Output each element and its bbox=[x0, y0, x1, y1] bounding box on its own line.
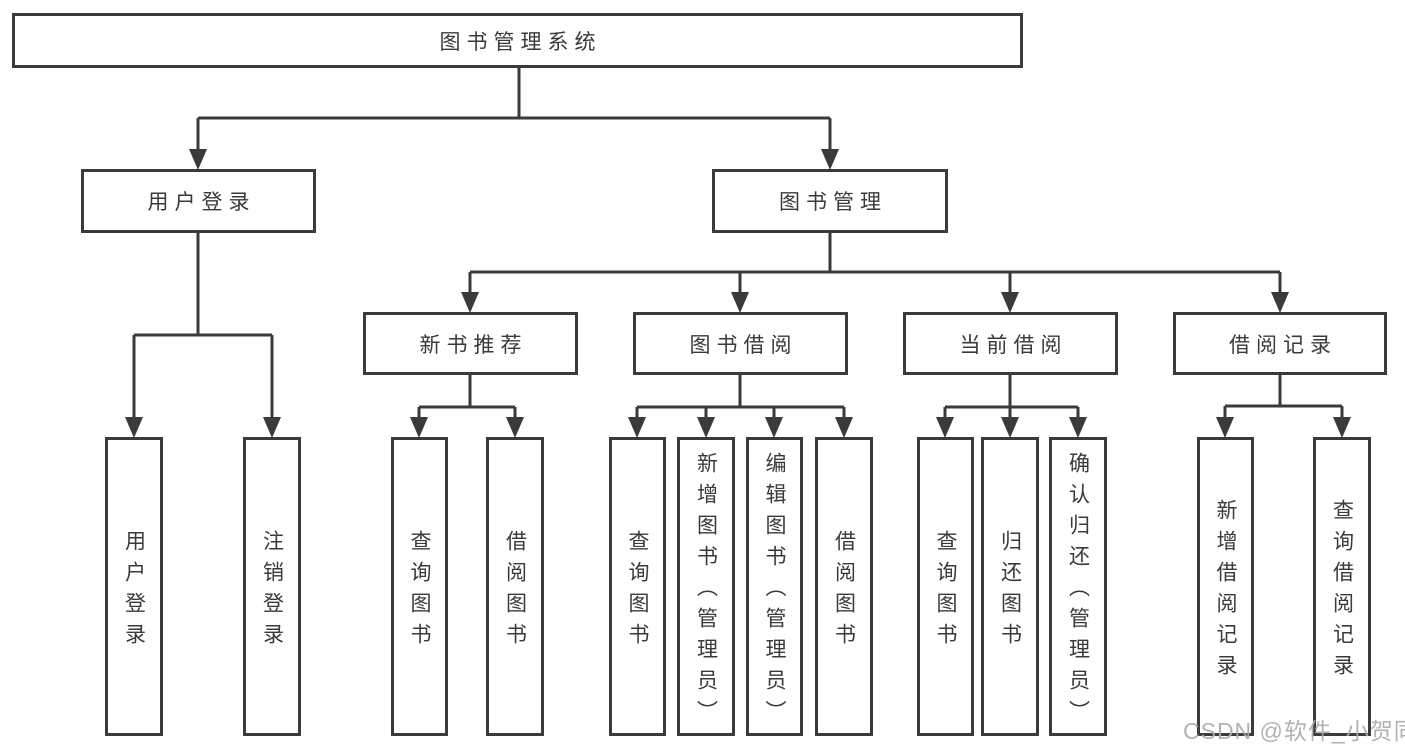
arrowhead-icon bbox=[263, 417, 281, 438]
node-label: 查询图书 bbox=[408, 529, 431, 654]
leaf-confirm-return-admin: 确认归还（管理员） bbox=[1049, 437, 1107, 736]
node-label: 归还图书 bbox=[998, 529, 1022, 654]
arrowhead-icon bbox=[410, 417, 428, 438]
arrowhead-icon bbox=[189, 149, 207, 170]
leaf-query-books-current: 查询图书 bbox=[917, 437, 974, 736]
csdn-watermark: CSDN @软件_小贺同学 bbox=[1183, 718, 1405, 744]
node-new-book-recommendation: 新书推荐 bbox=[363, 312, 578, 375]
node-book-management: 图书管理 bbox=[712, 169, 948, 233]
node-label: 借阅图书 bbox=[503, 529, 527, 654]
arrowhead-icon bbox=[125, 417, 143, 438]
node-label: 查询图书 bbox=[934, 529, 957, 654]
arrowhead-icon bbox=[461, 292, 479, 313]
arrowhead-icon bbox=[697, 417, 715, 438]
node-label: 借阅图书 bbox=[832, 529, 856, 654]
node-borrowing-records: 借阅记录 bbox=[1173, 312, 1387, 375]
arrowhead-icon bbox=[936, 417, 954, 438]
arrowhead-icon bbox=[731, 292, 749, 313]
node-label: 新增图书（管理员） bbox=[694, 452, 718, 731]
node-label: 当前借阅 bbox=[959, 333, 1068, 357]
leaf-logout: 注销登录 bbox=[243, 437, 301, 736]
node-label: 查询借阅记录 bbox=[1330, 498, 1354, 685]
arrowhead-icon bbox=[1333, 417, 1351, 438]
leaf-edit-book-admin: 编辑图书（管理员） bbox=[746, 437, 803, 736]
arrowhead-icon bbox=[506, 417, 524, 438]
node-label: 确认归还（管理员） bbox=[1066, 452, 1090, 731]
arrowhead-icon bbox=[821, 149, 839, 170]
node-label: 用户登录 bbox=[122, 529, 146, 654]
leaf-add-borrow-record: 新增借阅记录 bbox=[1197, 437, 1254, 736]
arrowhead-icon bbox=[1216, 417, 1234, 438]
arrowhead-icon bbox=[835, 417, 853, 438]
node-label: 注销登录 bbox=[260, 529, 284, 654]
node-label: 新书推荐 bbox=[419, 333, 528, 357]
node-label: 图书借阅 bbox=[689, 333, 798, 357]
leaf-return-books: 归还图书 bbox=[981, 437, 1039, 736]
leaf-borrow-books-borrowing: 借阅图书 bbox=[815, 437, 873, 736]
leaf-add-book-admin: 新增图书（管理员） bbox=[677, 437, 735, 736]
node-library-management-system: 图书管理系统 bbox=[12, 13, 1023, 68]
leaf-user-login: 用户登录 bbox=[105, 437, 163, 736]
node-label: 编辑图书（管理员） bbox=[763, 452, 786, 731]
leaf-query-borrow-record: 查询借阅记录 bbox=[1313, 437, 1371, 736]
arrowhead-icon bbox=[1271, 292, 1289, 313]
leaf-borrow-books-recommend: 借阅图书 bbox=[486, 437, 544, 736]
node-label: 图书管理 bbox=[779, 191, 887, 214]
node-current-borrowing: 当前借阅 bbox=[903, 312, 1118, 375]
arrowhead-icon bbox=[1069, 417, 1087, 438]
node-label: 查询图书 bbox=[626, 529, 649, 654]
node-user-login: 用户登录 bbox=[81, 169, 316, 233]
arrowhead-icon bbox=[628, 417, 646, 438]
leaf-query-books-borrowing: 查询图书 bbox=[609, 437, 666, 736]
node-label: 用户登录 bbox=[147, 191, 256, 214]
arrowhead-icon bbox=[1001, 292, 1019, 313]
node-label: 图书管理系统 bbox=[439, 30, 602, 54]
node-label: 借阅记录 bbox=[1229, 333, 1337, 357]
leaf-query-books-recommend: 查询图书 bbox=[391, 437, 448, 736]
arrowhead-icon bbox=[1001, 417, 1019, 438]
node-book-borrowing: 图书借阅 bbox=[633, 312, 848, 375]
node-label: 新增借阅记录 bbox=[1214, 498, 1237, 685]
arrowhead-icon bbox=[765, 417, 783, 438]
